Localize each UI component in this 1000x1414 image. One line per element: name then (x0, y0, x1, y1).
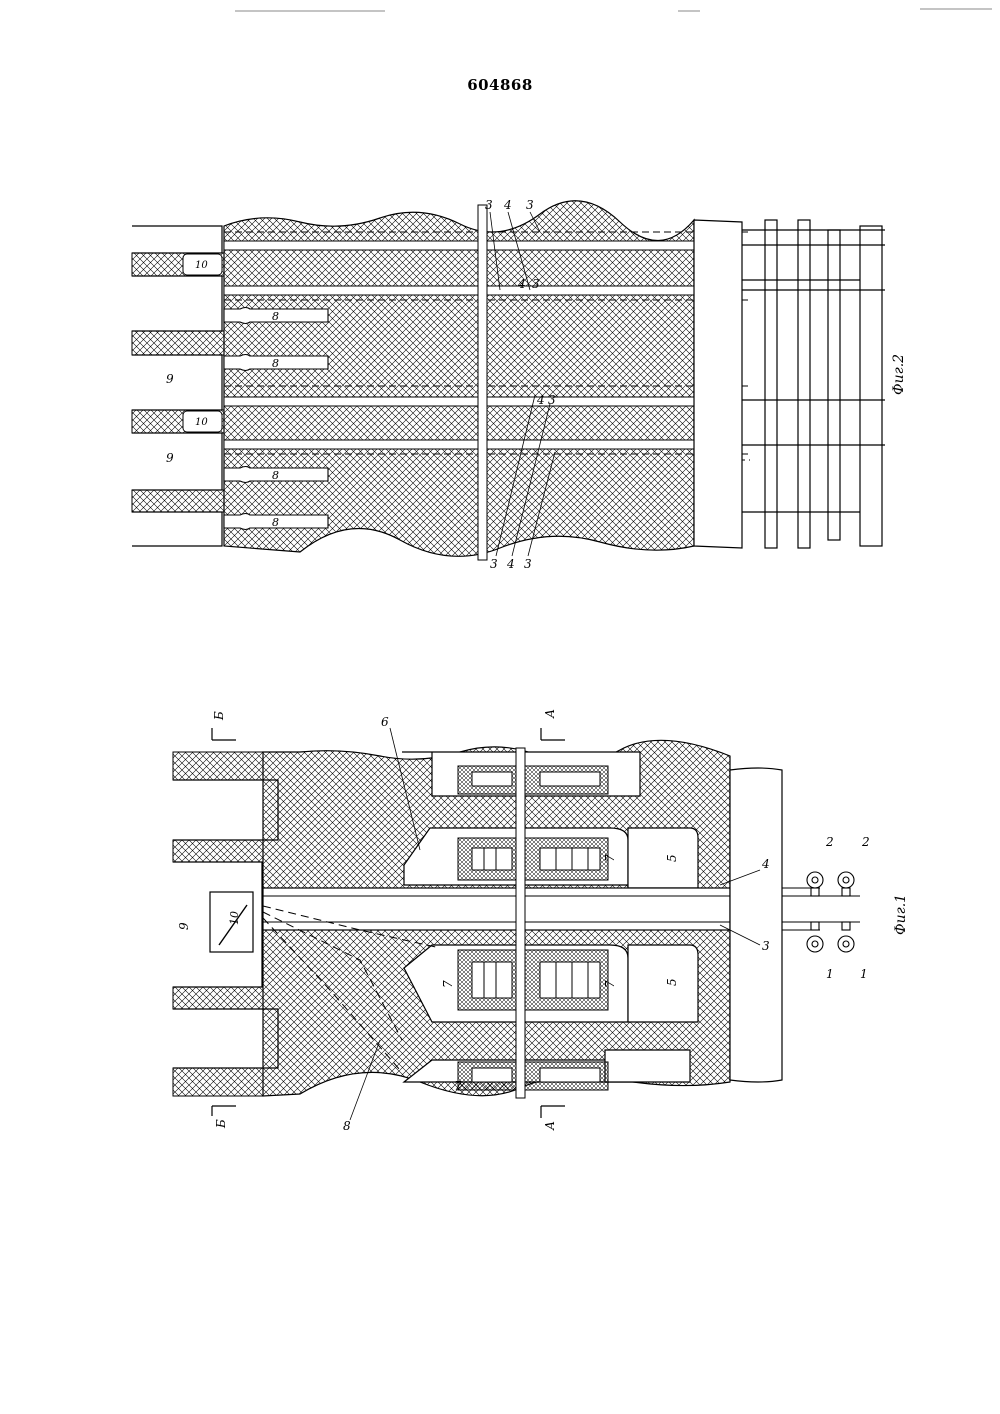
fig2-label-10b: 10 (195, 417, 208, 428)
figure-1: Б Б А А 6 8 9 10 5 5 7 7 7 7 4 3 2 2 1 1 (173, 709, 909, 1133)
figure-2: 3 4 3 4 3 4 3 3 4 3 9 9 10 10 8 8 8 8 Фи… (132, 198, 907, 571)
fig2-label-8d: 8 (272, 516, 279, 529)
fig1-label-7c: 7 (603, 980, 617, 988)
fig1-right-plate (730, 768, 782, 1082)
fig1-label-2a: 2 (825, 835, 834, 849)
fig1-label-3: 3 (762, 939, 770, 953)
fig1-label-9: 9 (177, 922, 191, 930)
fig2-label-3-bottom: 3 (490, 557, 498, 571)
fig2-label-3-top: 3 (485, 198, 493, 212)
fig2-left-strip-2 (132, 331, 224, 355)
fig2-label-4-mid: 4 (517, 277, 526, 291)
scan-marks (235, 9, 992, 11)
fig2-break (478, 205, 487, 560)
fig1-mark-a-bottom: А (543, 1121, 557, 1131)
fig1-label-4: 4 (761, 857, 770, 871)
fig1-caption: Фиг.1 (893, 894, 909, 935)
fig1-label-7b: 7 (441, 980, 455, 988)
fig1-mark-b-bottom: Б (214, 1119, 228, 1129)
fig2-caption: Фиг.2 (891, 354, 907, 395)
fig1-label-10: 10 (228, 911, 241, 925)
fig1-label-7d: 7 (454, 1079, 462, 1093)
fig1-break (516, 748, 525, 1098)
fig2-label-9a: 9 (166, 372, 174, 386)
fig1-label-1b: 1 (860, 967, 868, 981)
fig1-mark-a-top: А (543, 709, 557, 719)
fig1-label-5b: 5 (665, 978, 679, 986)
fig1-label-2b: 2 (861, 835, 870, 849)
fig2-label-3-top-b: 3 (526, 198, 534, 212)
fig2-label-4-mid2: 4 (536, 393, 545, 407)
fig2-label-8b: 8 (272, 357, 279, 370)
fig2-label-10a: 10 (195, 260, 208, 271)
fig2-label-9b: 9 (166, 451, 174, 465)
fig2-label-3-bottom-b: 3 (524, 557, 532, 571)
fig2-label-3-mid: 3 (532, 277, 540, 291)
fig1-label-5a: 5 (665, 854, 679, 862)
fig1-label-1a: 1 (826, 967, 834, 981)
fig2-label-8a: 8 (272, 310, 279, 323)
fig1-mark-b-top: Б (212, 711, 226, 721)
fig2-rails (742, 220, 885, 548)
fig2-left-strip-4 (132, 490, 224, 512)
fig1-label-8: 8 (343, 1119, 351, 1133)
fig2-right-plate (694, 220, 742, 548)
fig1-label-6: 6 (381, 715, 389, 729)
fig1-label-7a: 7 (603, 854, 617, 862)
fig2-label-8c: 8 (272, 469, 279, 482)
fig2-label-4-top: 4 (503, 198, 512, 212)
fig2-label-4-bottom: 4 (506, 557, 515, 571)
fig1-terminals (805, 872, 860, 952)
fig2-hatched-body (224, 201, 694, 557)
fig2-label-3-mid2: 3 (548, 393, 556, 407)
